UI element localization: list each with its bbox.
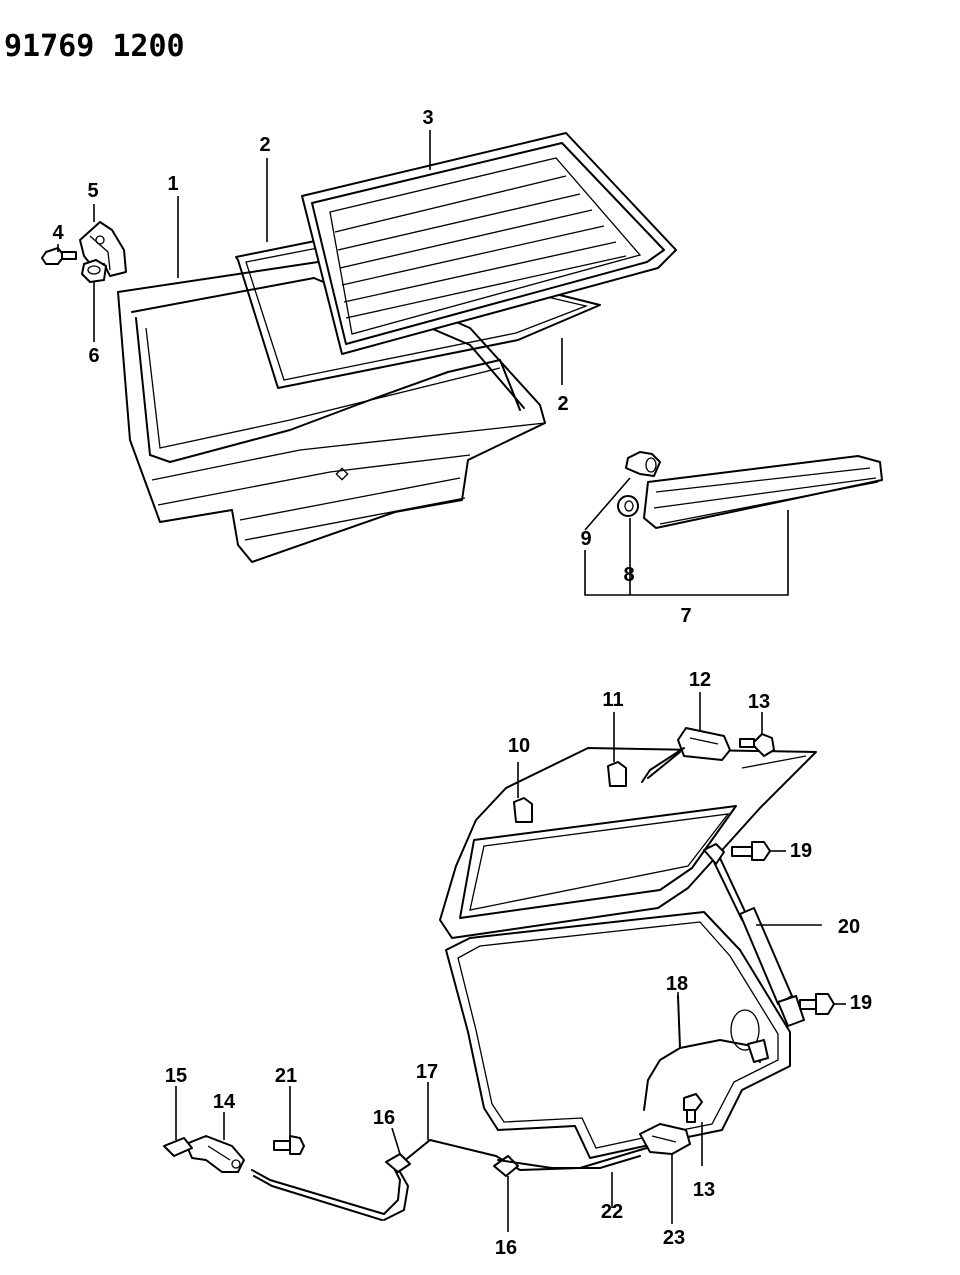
callout-12: 12 <box>689 669 711 691</box>
garnish-clip <box>625 451 661 477</box>
callout-8: 8 <box>623 564 634 586</box>
callout-14: 14 <box>213 1091 236 1113</box>
strut-bolt-lower <box>799 993 835 1015</box>
callout-19-upper: 19 <box>790 840 812 862</box>
liftgate-latch <box>185 1135 245 1173</box>
callout-22: 22 <box>601 1201 623 1223</box>
callout-7: 7 <box>680 605 691 627</box>
callout-labels: 1 2 2 3 4 5 6 7 8 9 10 11 12 13 13 14 15… <box>52 107 872 1259</box>
liftgate-garnish <box>643 455 883 529</box>
callout-21: 21 <box>275 1065 297 1087</box>
callout-17: 17 <box>416 1061 438 1083</box>
callout-1: 1 <box>167 173 178 195</box>
opening-weatherstrip <box>445 911 791 1159</box>
leader-lines-top <box>57 130 789 596</box>
drawing-number: 91769 1200 <box>4 29 185 64</box>
latch-rod <box>497 1155 641 1169</box>
strut-bolt-upper <box>731 841 771 861</box>
liftgate-stopper <box>607 761 627 787</box>
lock-striker <box>639 1123 691 1155</box>
callout-13-lower: 13 <box>693 1179 715 1201</box>
rear-wiper-motor <box>641 727 731 783</box>
callout-3: 3 <box>422 107 433 129</box>
callout-2-upper: 2 <box>259 134 270 156</box>
callout-16-lower: 16 <box>495 1237 517 1259</box>
wiring-harness <box>643 995 769 1111</box>
striker-bolt <box>683 1093 703 1123</box>
liftgate-bumper <box>513 797 533 823</box>
cable-clip-lower <box>493 1155 519 1177</box>
callout-23: 23 <box>663 1227 685 1249</box>
callout-13-upper: 13 <box>748 691 770 713</box>
latch-pad <box>163 1137 193 1157</box>
rear-glass <box>301 132 677 355</box>
hinge-bolt <box>41 247 77 265</box>
callout-4: 4 <box>52 222 64 244</box>
callout-18: 18 <box>666 973 688 995</box>
callout-9: 9 <box>580 528 591 550</box>
liftgate-panel <box>117 261 546 563</box>
callout-11: 11 <box>602 689 623 711</box>
callout-5: 5 <box>87 180 98 202</box>
leader-lines-bottom <box>175 692 846 1232</box>
callout-10: 10 <box>508 735 530 757</box>
latch-bolt <box>273 1135 305 1155</box>
cable-clip-upper <box>385 1153 411 1173</box>
callout-19-lower: 19 <box>850 992 872 1014</box>
wiper-motor-bolt <box>739 733 775 757</box>
callout-6: 6 <box>88 345 99 367</box>
callout-16-upper: 16 <box>373 1107 395 1129</box>
release-cable <box>251 1137 681 1221</box>
hinge-nut <box>81 259 107 283</box>
callout-15: 15 <box>165 1065 187 1087</box>
liftgate-inner-panel <box>439 747 817 939</box>
callout-2-lower: 2 <box>557 393 568 415</box>
gas-support-strut <box>703 843 805 1027</box>
callout-20: 20 <box>838 916 860 938</box>
garnish-grommet <box>617 495 639 517</box>
